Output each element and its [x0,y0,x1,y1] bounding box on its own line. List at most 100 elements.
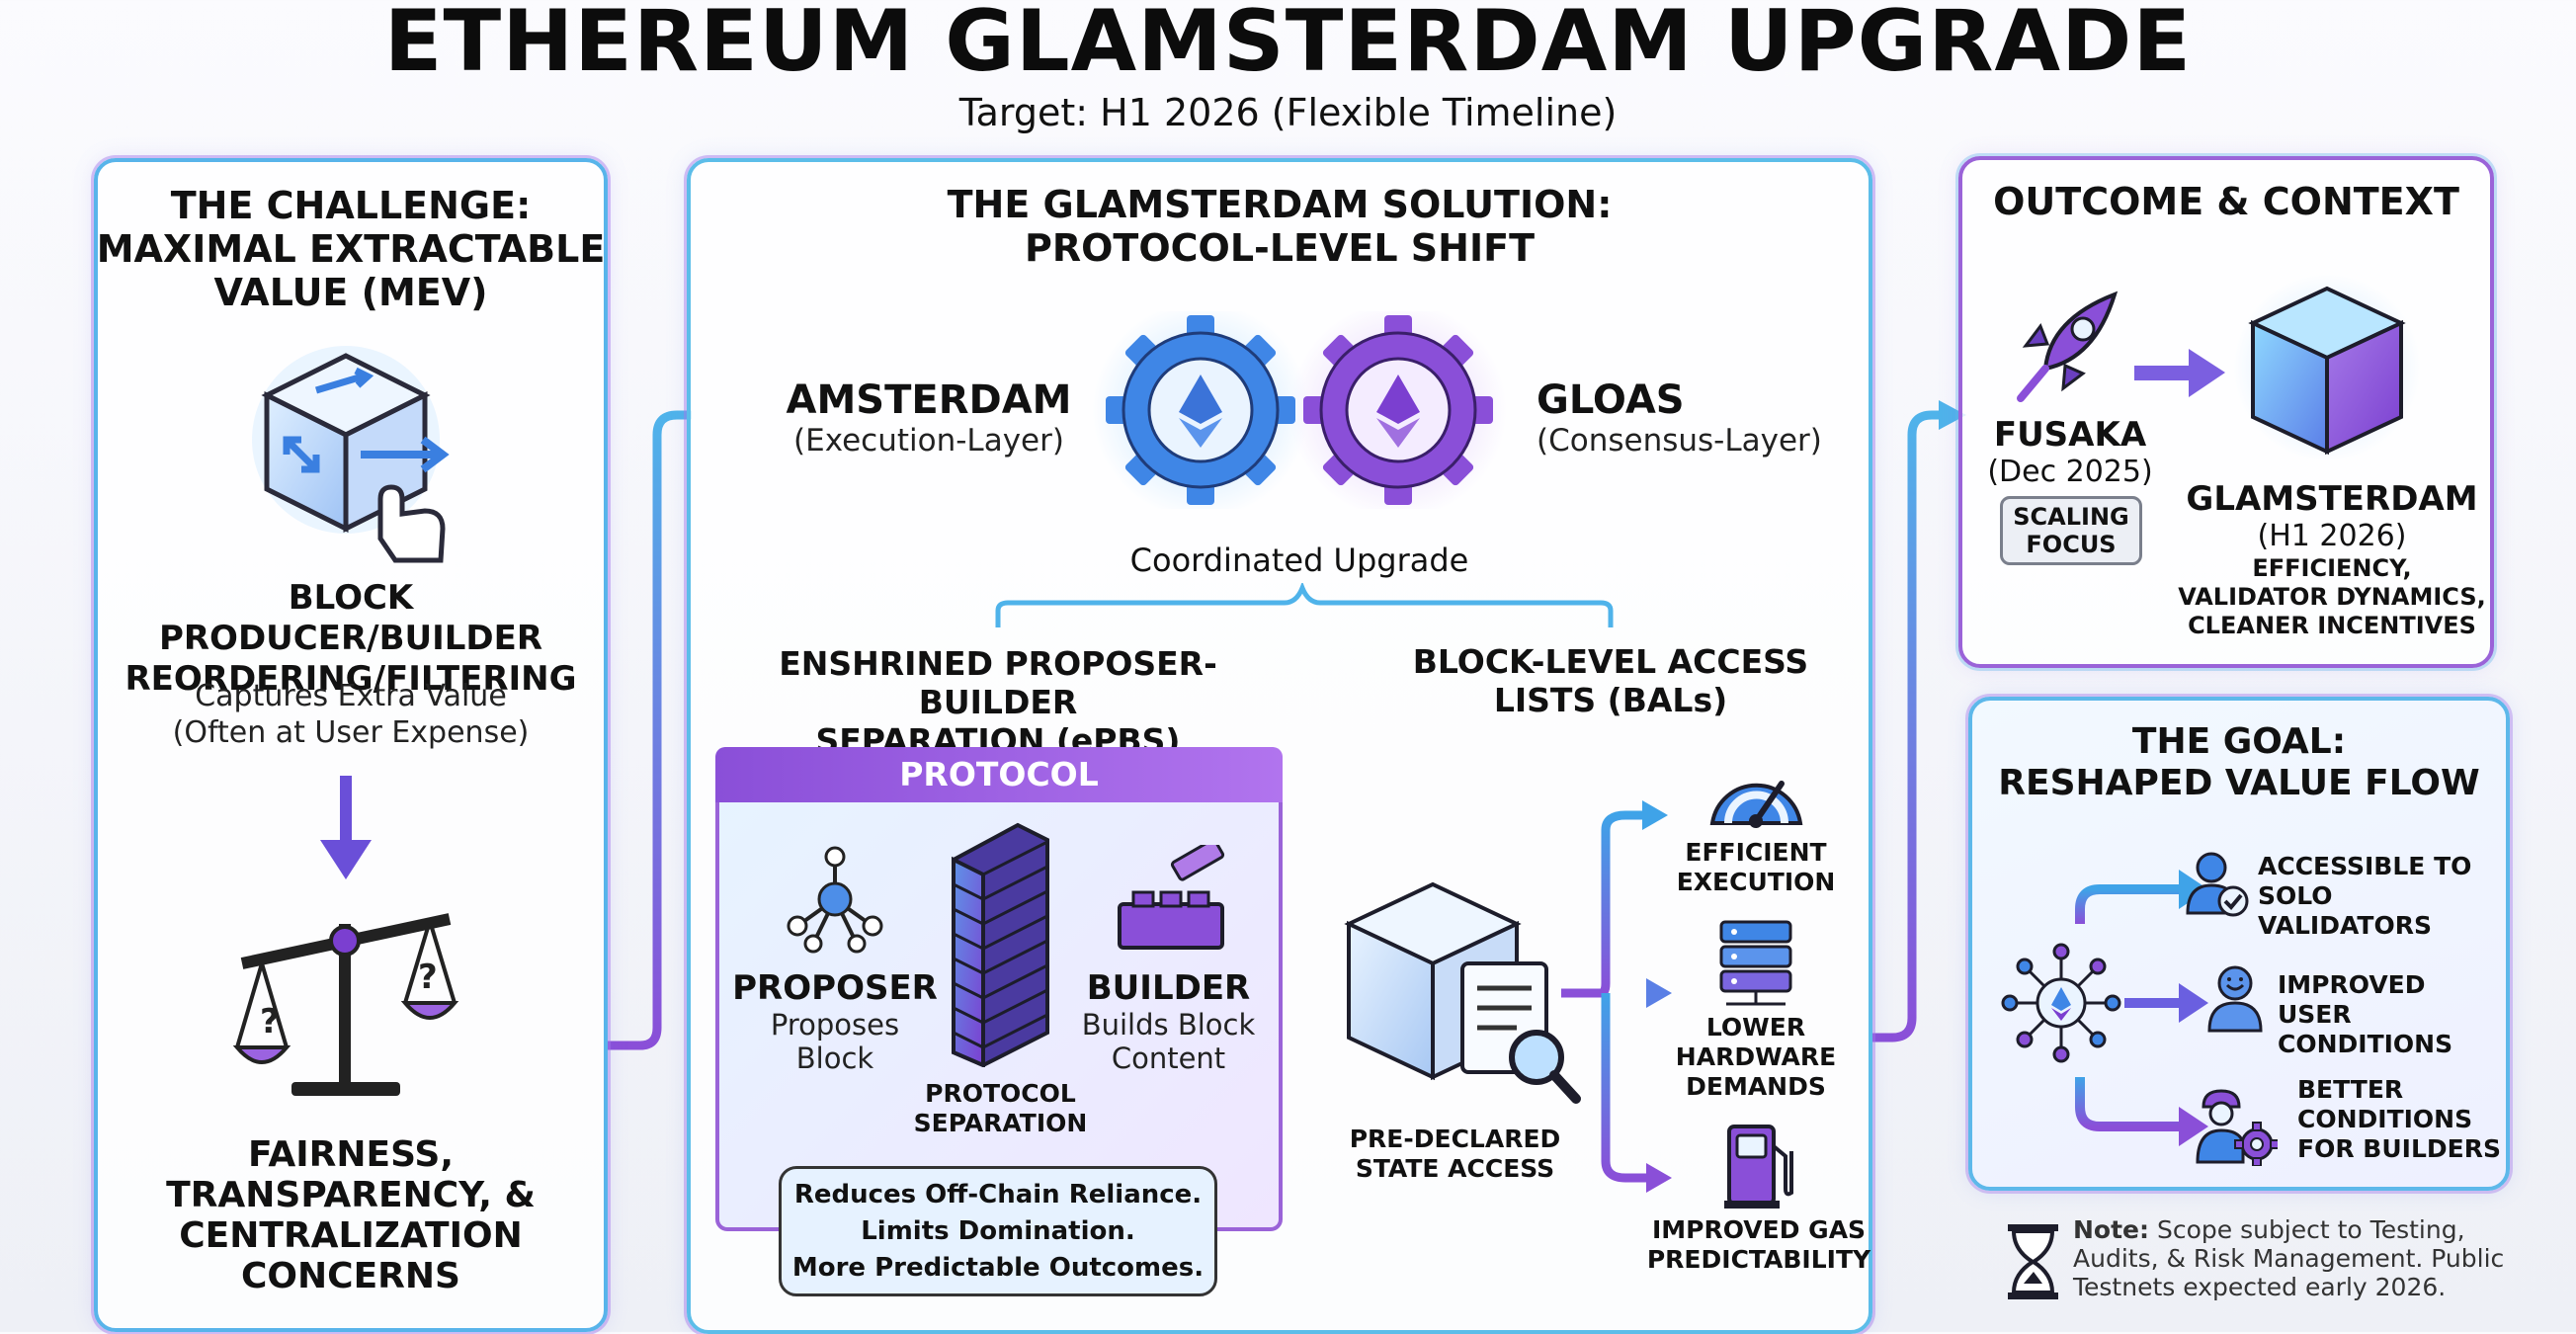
page-title: ETHEREUM GLAMSTERDAM UPGRADE [383,0,2193,91]
separation-line: SEPARATION [913,1109,1088,1137]
goal-builders: BETTER CONDITIONS FOR BUILDERS [2297,1075,2505,1164]
network-node-icon [787,846,883,954]
user-check-icon [2186,852,2249,917]
solution-heading-line: PROTOCOL-LEVEL SHIFT [1025,226,1535,270]
proposer-desc: Block [795,1042,874,1075]
glamsterdam-name: GLAMSTERDAM [2186,479,2478,519]
footer-note-text: Scope subject to Testing, [2149,1215,2465,1244]
goal-heading: THE GOAL: RESHAPED VALUE FLOW [1968,721,2510,804]
cube-document-search-icon [1344,881,1581,1104]
ethereum-hub-icon [2001,870,2208,1146]
actor-label-line: REORDERING/FILTERING [125,659,577,699]
outcome-panel [1958,156,2494,668]
ethereum-gear-icon [1106,315,1295,505]
state-access-line: PRE-DECLARED [1349,1125,1561,1153]
worker-gear-icon [2196,1089,2278,1166]
goal-heading-line: RESHAPED VALUE FLOW [1998,763,2480,803]
outcome-line: DEMANDS [1686,1072,1826,1101]
goal-solo-validators: ACCESSIBLE TO SOLO VALIDATORS [2258,852,2505,941]
separation-label: PROTOCOL SEPARATION [889,1079,1112,1138]
glamsterdam-desc: CLEANER INCENTIVES [2188,612,2476,639]
ethereum-gear-icon [1303,315,1493,505]
epbs-heading: ENSHRINED PROPOSER-BUILDER SEPARATION (e… [711,644,1285,760]
protocol-header: PROTOCOL [715,747,1283,802]
challenge-heading-line: THE CHALLENGE: [170,184,532,227]
glamsterdam-label: GLAMSTERDAM (H1 2026) EFFICIENCY, VALIDA… [2174,479,2490,640]
separation-line: PROTOCOL [925,1079,1076,1108]
gas-pump-icon [1724,1125,1793,1209]
glamsterdam-desc: VALIDATOR DYNAMICS, [2178,583,2486,611]
epbs-heading-line: ENSHRINED PROPOSER-BUILDER [779,644,1217,721]
state-access-label: PRE-DECLARED STATE ACCESS [1324,1125,1586,1184]
challenge-description-line: Captures Extra Value [195,679,507,713]
goal-line: CONDITIONS [2278,1030,2453,1058]
challenge-description: Captures Extra Value (Often at User Expe… [94,678,608,751]
solution-heading-line: THE GLAMSTERDAM SOLUTION: [947,183,1613,226]
goal-heading-line: THE GOAL: [2131,721,2347,762]
glamsterdam-date: (H1 2026) [2257,519,2407,553]
proposer-desc: Proposes [770,1008,900,1042]
consensus-layer-label: GLOAS (Consensus-Layer) [1537,377,1833,459]
brick-wall-icon [952,822,1049,1067]
balance-scale-icon: ? ? [232,913,459,1096]
challenge-heading-line: VALUE (MEV) [213,271,488,314]
footer-note: Note: Scope subject to Testing, Audits, … [2073,1215,2547,1301]
arrow-right-icon [2134,349,2225,397]
svg-text:?: ? [260,1002,280,1042]
challenge-heading-line: MAXIMAL EXTRACTABLE [96,227,606,271]
outcome-line: PREDICTABILITY [1646,1245,1871,1274]
building-block-icon [1118,845,1225,950]
outcome-line: HARDWARE [1675,1042,1837,1071]
arrow-down-icon [320,776,372,879]
proposer-label: PROPOSER Proposes Block [731,968,939,1075]
benefits-box: Reduces Off-Chain Reliance. Limits Domin… [779,1166,1217,1296]
outcome-lower-hardware: LOWER HARDWARE DEMANDS [1642,1013,1870,1102]
actor-label: BLOCK PRODUCER/BUILDER REORDERING/FILTER… [94,578,608,700]
goal-line: ACCESSIBLE TO [2258,852,2472,880]
brace-connector [995,583,1614,627]
goal-line: BETTER [2297,1075,2404,1104]
concerns-label: FAIRNESS, TRANSPARENCY, & CENTRALIZATION… [94,1134,608,1296]
goal-line: CONDITIONS [2297,1105,2473,1133]
benefit-line: Limits Domination. [861,1216,1135,1246]
outcome-line: EFFICIENT [1685,838,1827,867]
outcome-gas-predictability: IMPROVED GAS PREDICTABILITY [1640,1215,1877,1275]
rocket-icon [2017,291,2119,402]
outcome-efficient-execution: EFFICIENT EXECUTION [1642,838,1870,897]
fusaka-name: FUSAKA [1993,415,2147,455]
concerns-line: FAIRNESS, [247,1134,455,1175]
concerns-line: CONCERNS [241,1256,460,1296]
smiley-user-icon [2207,965,2263,1033]
footer-note-line-1: Note: Scope subject to Testing, [2073,1215,2547,1244]
consensus-layer-type: (Consensus-Layer) [1537,423,1822,459]
execution-layer-label: AMSTERDAM (Execution-Layer) [781,377,1077,459]
glamsterdam-desc: EFFICIENCY, [2252,554,2412,582]
bal-heading-line: BLOCK-LEVEL ACCESS [1412,642,1809,681]
svg-text:?: ? [418,958,438,997]
footer-note-line-2: Audits, & Risk Management. Public [2073,1244,2505,1273]
builder-label: BUILDER Builds Block Content [1062,968,1275,1075]
goal-line: SOLO VALIDATORS [2258,881,2432,940]
outcome-line: EXECUTION [1676,868,1836,896]
goal-user-conditions: IMPROVED USER CONDITIONS [2278,970,2505,1059]
fusaka-date: (Dec 2025) [1987,455,2153,489]
challenge-heading: THE CHALLENGE: MAXIMAL EXTRACTABLE VALUE… [94,184,608,314]
challenge-description-line: (Often at User Expense) [172,715,530,750]
cube-reorder-icon [252,346,450,563]
proposer-title: PROPOSER [732,968,938,1008]
outcome-heading: OUTCOME & CONTEXT [1993,180,2459,223]
coordinated-upgrade-label: Coordinated Upgrade [1129,542,1469,579]
ethereum-gear-pair [1092,311,1507,509]
glowing-cube-icon [2233,274,2421,461]
benefit-line: More Predictable Outcomes. [791,1253,1205,1283]
speedometer-icon [1709,781,1803,828]
goal-line: IMPROVED USER [2278,970,2426,1029]
footer-note-label: Note: [2073,1215,2150,1244]
builder-desc: Content [1111,1042,1226,1075]
outcome-line: IMPROVED GAS [1651,1215,1867,1244]
outcome-line: LOWER [1705,1013,1806,1042]
page-subtitle: Target: H1 2026 (Flexible Timeline) [958,91,1618,134]
server-icon [1719,920,1792,1006]
builder-desc: Builds Block [1081,1008,1256,1042]
